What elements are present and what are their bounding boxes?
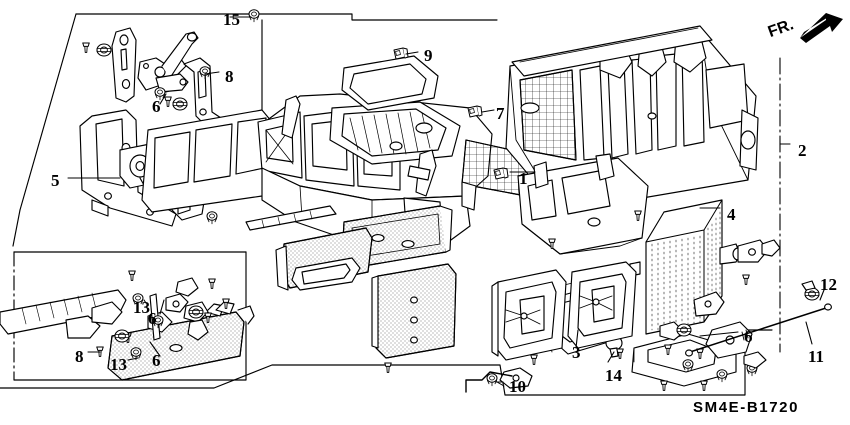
callout-number-13: 13 — [133, 298, 150, 317]
diagram-part-number: SM4E-B1720 — [693, 399, 800, 416]
small-fasteners-bottom-center — [384, 348, 624, 393]
callout-number-4: 4 — [727, 205, 736, 224]
callout-number-9: 9 — [424, 46, 433, 65]
link-rod-cluster-right — [660, 239, 781, 391]
air-conditioner-case-lower — [517, 153, 649, 255]
callout-number-6: 6 — [152, 97, 161, 116]
callout-number-13: 13 — [110, 355, 127, 374]
callout-number-6: 6 — [744, 327, 753, 346]
callout-number-3: 3 — [572, 343, 581, 362]
blend-door-panels — [371, 261, 637, 361]
callout-number-12: 12 — [820, 275, 837, 294]
callout-number-8: 8 — [225, 67, 234, 86]
callout-number-11: 11 — [808, 347, 825, 366]
duct-panel-front — [141, 109, 273, 213]
heater-core-panel-mid — [275, 227, 373, 291]
callout-leader-lines — [67, 16, 825, 383]
callout-number-2: 2 — [798, 141, 807, 160]
control-rod-long — [685, 303, 832, 357]
callout-number-8: 8 — [75, 347, 84, 366]
callout-number-6: 6 — [152, 351, 161, 370]
callout-number-6: 6 — [148, 309, 157, 328]
mode-control-linkage-assembly — [82, 9, 260, 135]
callout-number-7: 7 — [496, 104, 505, 123]
grommet-part-12 — [801, 280, 820, 301]
heater-core-panel-lower — [107, 301, 255, 381]
clip-part-7 — [467, 105, 483, 118]
front-direction-arrow — [800, 13, 843, 43]
clip-part-1 — [493, 167, 509, 180]
callout-number-1: 1 — [519, 169, 528, 188]
callout-number-15: 15 — [223, 10, 240, 29]
callout-number-10: 10 — [509, 377, 526, 396]
detail-box-small-parts — [65, 270, 230, 361]
callout-number-5: 5 — [51, 171, 60, 190]
housing-seal-gasket — [341, 55, 439, 111]
callout-number-14: 14 — [605, 366, 622, 385]
